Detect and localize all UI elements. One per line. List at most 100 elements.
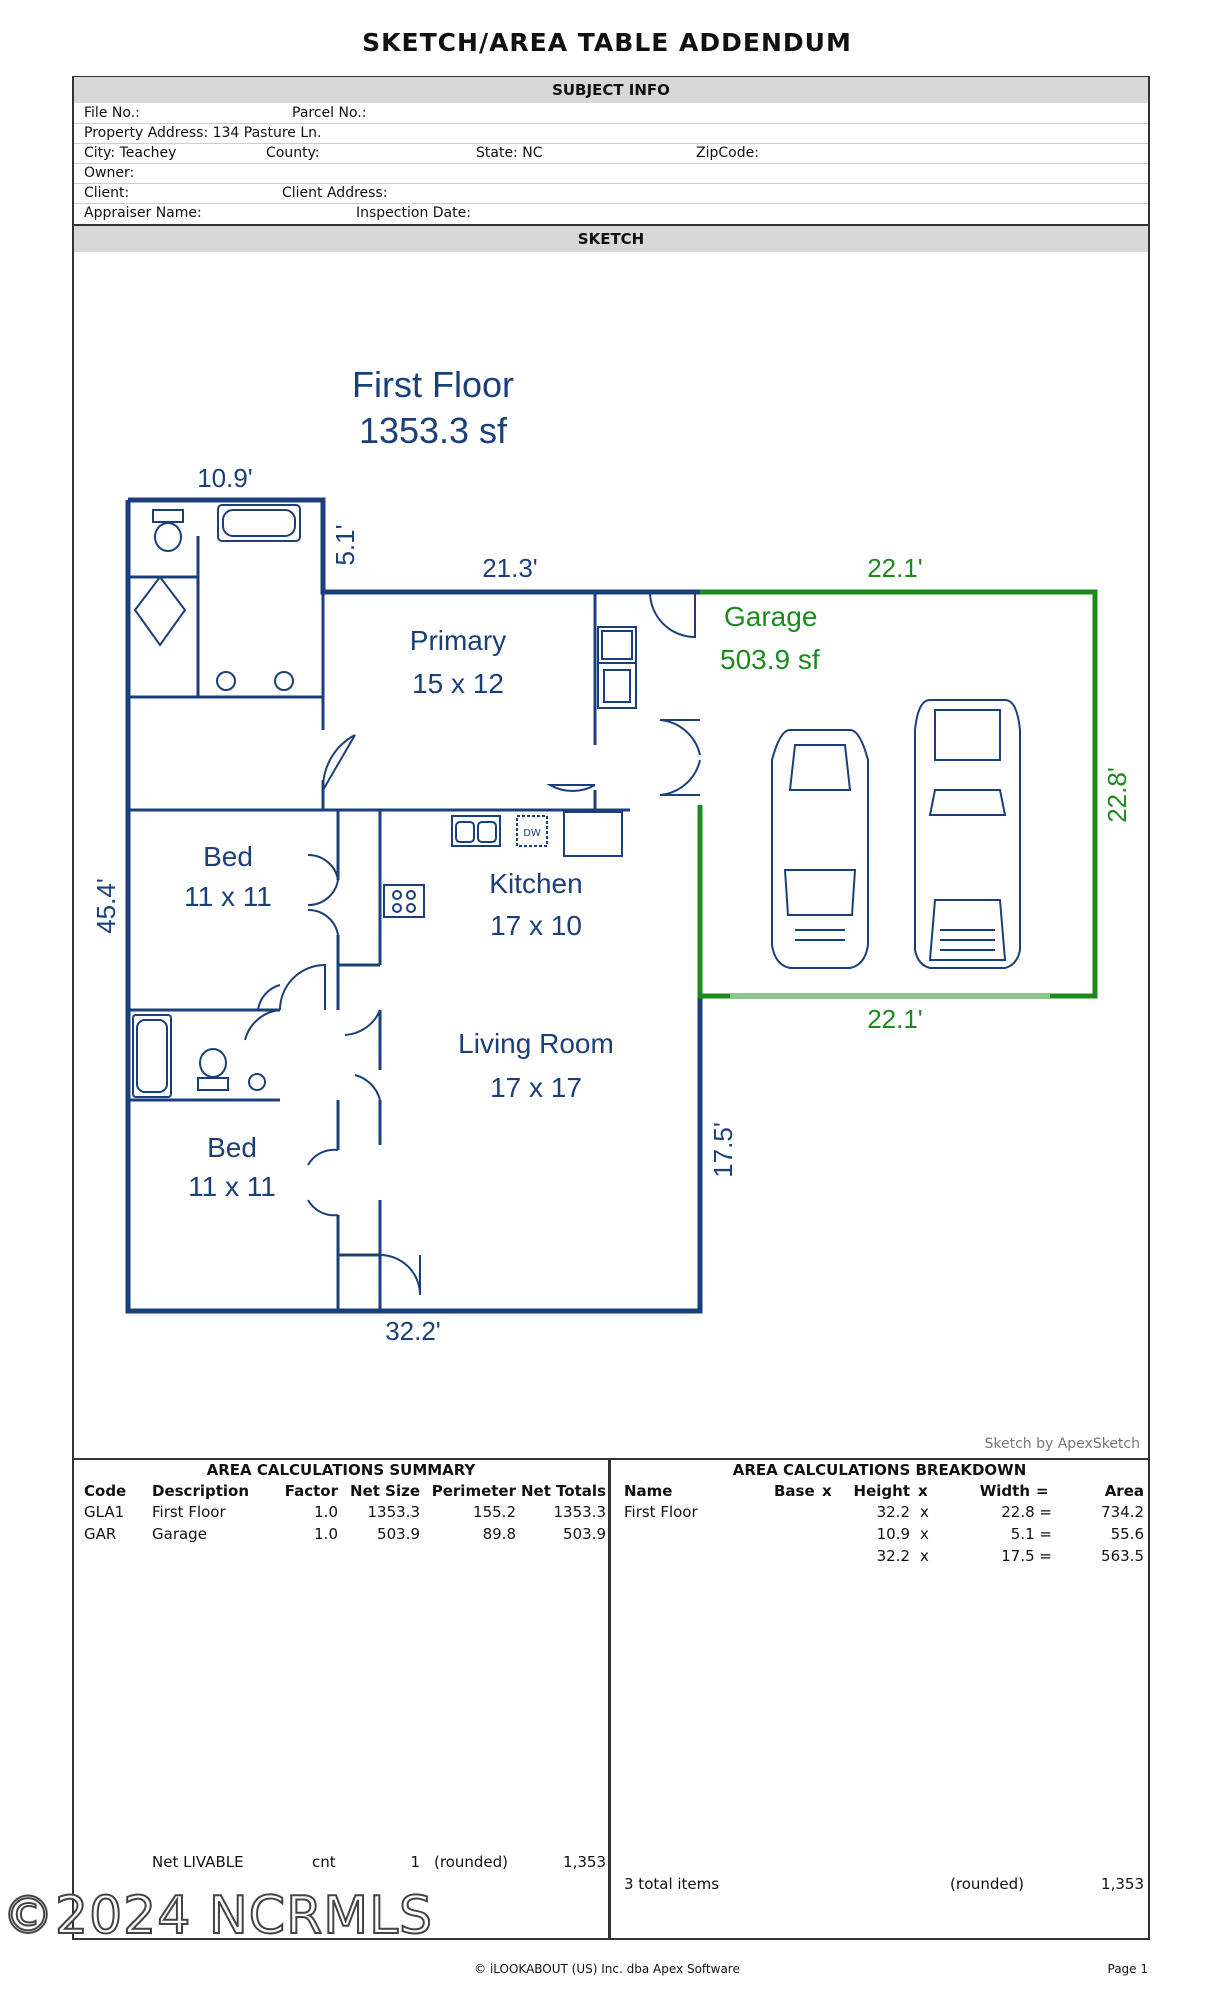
breakdown-base: 32.2 xyxy=(876,1547,910,1565)
file-no: File No.: xyxy=(84,105,140,121)
client: Client: xyxy=(84,185,130,201)
info-row-client: Client: Client Address: xyxy=(74,183,1148,204)
breakdown-width: 5.1 = xyxy=(1010,1525,1052,1543)
dim-garage-bottom: 22.1' xyxy=(867,1004,923,1034)
garage-dimensions: 22.1' 22.1' 22.8' xyxy=(867,553,1132,1034)
sketch-credit: Sketch by ApexSketch xyxy=(984,1436,1140,1452)
zipcode: ZipCode: xyxy=(696,145,759,161)
dim-bottom: 32.2' xyxy=(385,1316,441,1346)
breakdown-width: 17.5 = xyxy=(1001,1547,1052,1565)
summary-code: GAR xyxy=(84,1525,117,1543)
summary-net-size: 503.9 xyxy=(377,1525,420,1543)
parcel-no: Parcel No.: xyxy=(292,105,367,121)
kitchen-fixtures xyxy=(383,626,637,918)
watermark: ©2024 NCRMLS xyxy=(1,1885,434,1947)
summary-factor: 1.0 xyxy=(314,1525,338,1543)
col-code: Code xyxy=(84,1482,127,1500)
footer-page: Page 1 xyxy=(1107,1962,1149,1976)
doors xyxy=(133,575,701,1296)
breakdown-total: 1,353 xyxy=(1101,1875,1144,1893)
summary-code: GLA1 xyxy=(84,1503,125,1521)
col-net-totals: Net Totals xyxy=(520,1482,606,1500)
summary-perimeter: 89.8 xyxy=(482,1525,516,1543)
sketch-header: SKETCH xyxy=(74,226,1148,252)
summary-net-size: 1353.3 xyxy=(367,1503,421,1521)
garage-outline xyxy=(697,589,1098,999)
breakdown-width: 22.8 = xyxy=(1001,1503,1052,1521)
room-primary-size: 15 x 12 xyxy=(412,668,504,699)
breakdown-total-items: 3 total items xyxy=(624,1875,720,1893)
col-perimeter: Perimeter xyxy=(431,1482,516,1500)
footer-copyright: © iLOOKABOUT (US) Inc. dba Apex Software xyxy=(474,1962,740,1976)
room-kitchen: Kitchen xyxy=(489,868,582,899)
garage-area: 503.9 sf xyxy=(720,644,820,675)
summary-net-totals: 503.9 xyxy=(563,1525,606,1543)
city: City: Teachey xyxy=(84,145,177,161)
col-area: Area xyxy=(1104,1482,1144,1500)
breakdown-base: 10.9 xyxy=(876,1525,910,1543)
col-x-2: x xyxy=(918,1482,928,1500)
floor-title: First Floor xyxy=(352,364,514,405)
divider xyxy=(74,224,1148,226)
col-name: Name xyxy=(624,1482,673,1500)
breakdown-x: x xyxy=(920,1525,929,1543)
info-row-owner: Owner: xyxy=(74,163,1148,184)
col-base: Base xyxy=(774,1482,815,1500)
dim-right-lower: 17.5' xyxy=(708,1122,738,1178)
bathroom-fixtures xyxy=(132,504,301,1098)
garage-title: Garage xyxy=(724,601,817,632)
info-row-appraiser: Appraiser Name: Inspection Date: xyxy=(74,203,1148,223)
page-title: SKETCH/AREA TABLE ADDENDUM xyxy=(362,28,852,57)
dim-top-mid: 21.3' xyxy=(482,553,538,583)
col-net-size: Net Size xyxy=(350,1482,420,1500)
dishwasher-label: DW xyxy=(523,828,541,839)
dim-garage-top: 22.1' xyxy=(867,553,923,583)
breakdown-rounded: (rounded) xyxy=(950,1875,1025,1893)
col-width: Width xyxy=(979,1482,1030,1500)
county: County: xyxy=(266,145,320,161)
summary-factor: 1.0 xyxy=(314,1503,338,1521)
room-living-size: 17 x 17 xyxy=(490,1072,582,1103)
summary-perimeter: 155.2 xyxy=(473,1503,516,1521)
tables-vertical-divider xyxy=(608,1458,611,1940)
room-primary: Primary xyxy=(410,625,506,656)
property-address: Property Address: 134 Pasture Ln. xyxy=(84,125,322,141)
state: State: NC xyxy=(476,145,543,161)
appraiser-name: Appraiser Name: xyxy=(84,205,202,221)
col-equals: = xyxy=(1036,1482,1049,1500)
col-description: Description xyxy=(152,1482,250,1500)
dim-small-vertical: 5.1' xyxy=(330,524,360,565)
owner: Owner: xyxy=(84,165,135,181)
net-livable-cnt: 1 xyxy=(410,1853,420,1871)
room-labels: Primary 15 x 12 Bed 11 x 11 Kitchen 17 x… xyxy=(184,625,614,1202)
net-livable-cnt-label: cnt xyxy=(312,1853,336,1871)
breakdown-name: First Floor xyxy=(624,1503,698,1521)
car-icon xyxy=(914,699,1021,969)
summary-description: First Floor xyxy=(152,1503,226,1521)
client-address: Client Address: xyxy=(282,185,388,201)
tables-divider xyxy=(74,1458,1148,1460)
room-bed-1-size: 11 x 11 xyxy=(184,881,272,912)
info-row-city: City: Teachey County: State: NC ZipCode: xyxy=(74,143,1148,164)
summary-header: AREA CALCULATIONS SUMMARY xyxy=(206,1461,476,1479)
room-bed-2-size: 11 x 11 xyxy=(188,1171,276,1202)
col-x-1: x xyxy=(822,1482,832,1500)
floor-plan-sketch: First Floor 1353.3 sf xyxy=(91,364,1132,1346)
breakdown-x: x xyxy=(920,1503,929,1521)
dim-top-left: 10.9' xyxy=(197,463,253,493)
breakdown-x: x xyxy=(920,1547,929,1565)
breakdown-area: 55.6 xyxy=(1110,1525,1144,1543)
house-outline xyxy=(125,497,703,1314)
col-factor: Factor xyxy=(284,1482,338,1500)
net-livable-total: 1,353 xyxy=(563,1853,606,1871)
car-icon xyxy=(771,729,869,969)
breakdown-area: 563.5 xyxy=(1101,1547,1144,1565)
breakdown-area: 734.2 xyxy=(1101,1503,1144,1521)
room-kitchen-size: 17 x 10 xyxy=(490,910,582,941)
interior-walls xyxy=(126,536,630,1311)
summary-net-totals: 1353.3 xyxy=(553,1503,607,1521)
info-row-address: Property Address: 134 Pasture Ln. xyxy=(74,123,1148,144)
net-livable-label: Net LIVABLE xyxy=(152,1853,244,1871)
room-bed-2: Bed xyxy=(207,1132,257,1163)
house-dimensions: 10.9' 21.3' 32.2' 5.1' 45.4' 17.5' xyxy=(91,463,738,1346)
